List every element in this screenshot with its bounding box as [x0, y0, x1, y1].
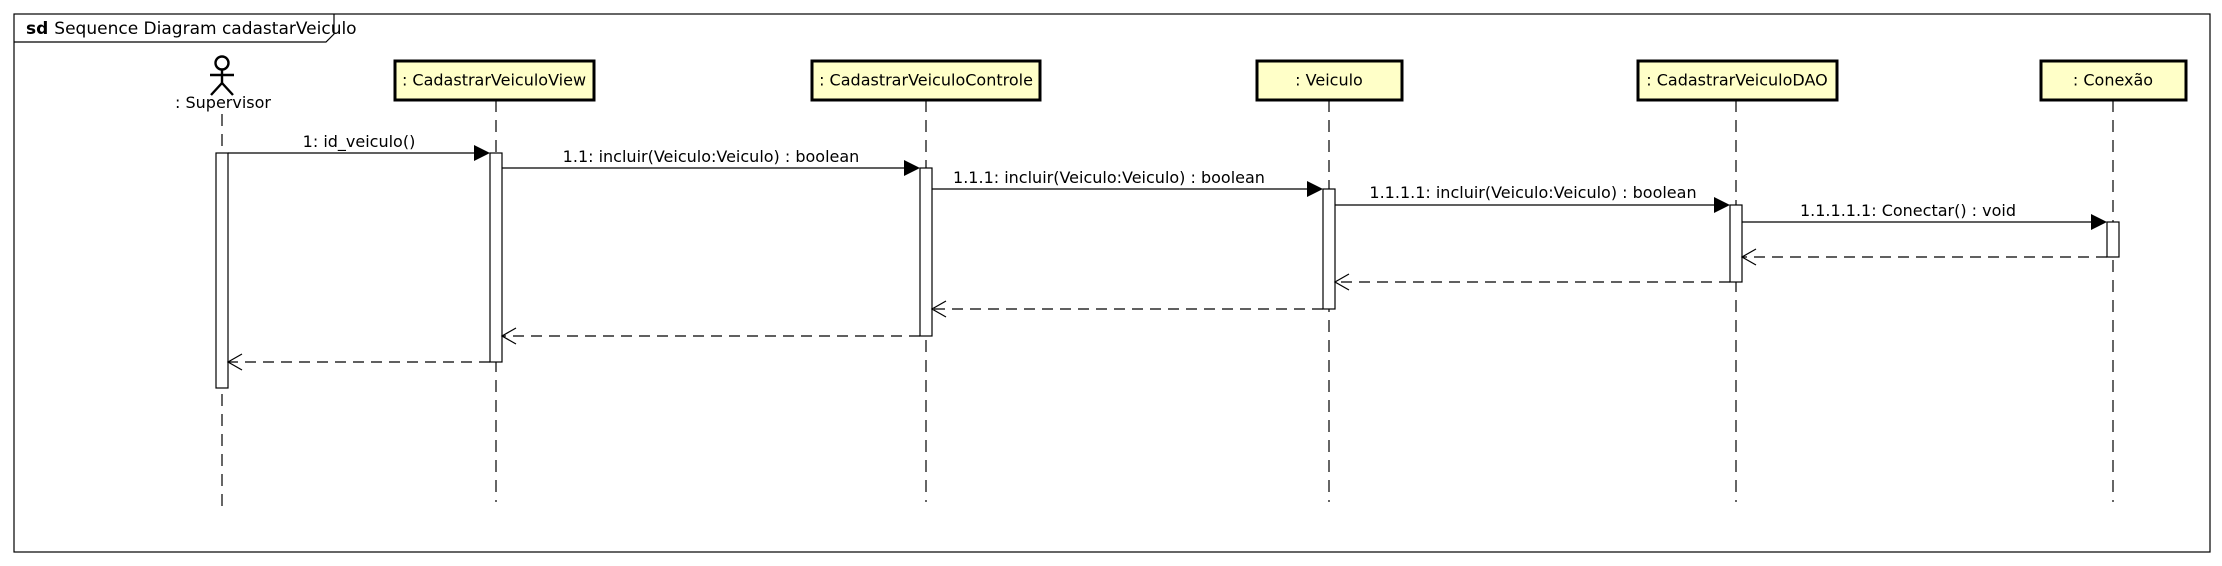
- return-message-conexao[interactable]: [1740, 248, 2107, 266]
- activation-bar-veiculo[interactable]: [1322, 188, 1336, 310]
- message-label: 1: id_veiculo(): [303, 132, 416, 152]
- return-message-dao[interactable]: [1333, 273, 1730, 291]
- activation-bar-view[interactable]: [489, 152, 503, 363]
- lifeline-box-view[interactable]: [393, 59, 596, 102]
- filled-arrowhead-icon: [2091, 214, 2107, 230]
- lifeline-conexao[interactable]: : Conexão: [2039, 59, 2188, 502]
- filled-arrowhead-icon: [1307, 181, 1323, 197]
- activation-bar-supervisor[interactable]: [215, 152, 229, 389]
- lifeline-label-dao: : CadastrarVeiculoDAO: [1646, 71, 1827, 90]
- stick-figure-icon: [210, 55, 234, 96]
- lifeline-label-controle: : CadastrarVeiculoControle: [819, 71, 1033, 90]
- open-arrowhead-icon: [500, 327, 517, 345]
- lifeline-box-conexao[interactable]: [2039, 59, 2188, 102]
- filled-arrowhead-icon: [904, 160, 920, 176]
- filled-arrowhead-icon: [1714, 197, 1730, 213]
- filled-arrowhead-icon: [474, 145, 490, 161]
- lifeline-label-conexao: : Conexão: [2073, 71, 2153, 90]
- lifeline-label-veiculo: : Veiculo: [1295, 71, 1363, 90]
- lifeline-label-view: : CadastrarVeiculoView: [402, 71, 586, 90]
- message-1-1-1-1-1[interactable]: 1.1.1.1.1: Conectar() : void: [1742, 201, 2107, 230]
- return-message-view[interactable]: [226, 353, 490, 371]
- lifeline-dao[interactable]: : CadastrarVeiculoDAO: [1636, 59, 1839, 502]
- open-arrowhead-icon: [1333, 273, 1350, 291]
- message-label: 1.1: incluir(Veiculo:Veiculo) : boolean: [563, 147, 860, 166]
- message-1-1-1[interactable]: 1.1.1: incluir(Veiculo:Veiculo) : boolea…: [932, 168, 1323, 197]
- activation-bar-controle[interactable]: [919, 167, 933, 337]
- frame-tab: [14, 14, 335, 43]
- frame-border: [13, 13, 2211, 553]
- activation-bar-dao[interactable]: [1729, 204, 1743, 283]
- message-label: 1.1.1.1.1: Conectar() : void: [1800, 201, 2016, 220]
- message-label: 1.1.1: incluir(Veiculo:Veiculo) : boolea…: [953, 168, 1265, 187]
- message-1-1[interactable]: 1.1: incluir(Veiculo:Veiculo) : boolean: [502, 147, 920, 176]
- lifeline-controle[interactable]: : CadastrarVeiculoControle: [810, 59, 1042, 502]
- diagram-frame: sd Sequence Diagram cadastarVeiculo: [13, 13, 2211, 553]
- frame-title: sd Sequence Diagram cadastarVeiculo: [26, 19, 357, 39]
- message-label: 1.1.1.1: incluir(Veiculo:Veiculo) : bool…: [1369, 183, 1696, 202]
- message-1-1-1-1[interactable]: 1.1.1.1: incluir(Veiculo:Veiculo) : bool…: [1335, 183, 1730, 213]
- open-arrowhead-icon: [1740, 248, 1757, 266]
- open-arrowhead-icon: [930, 300, 947, 318]
- return-message-veiculo[interactable]: [930, 300, 1323, 318]
- return-message-controle[interactable]: [500, 327, 920, 345]
- lifeline-box-veiculo[interactable]: [1255, 59, 1404, 102]
- message-1[interactable]: 1: id_veiculo(): [228, 132, 490, 161]
- lifeline-box-dao[interactable]: [1636, 59, 1839, 102]
- frame-keyword: sd: [26, 19, 48, 39]
- actor-label: : Supervisor: [175, 93, 271, 112]
- frame-title-text: Sequence Diagram cadastarVeiculo: [54, 19, 356, 39]
- open-arrowhead-icon: [226, 353, 243, 371]
- activation-bar-conexao[interactable]: [2106, 221, 2120, 258]
